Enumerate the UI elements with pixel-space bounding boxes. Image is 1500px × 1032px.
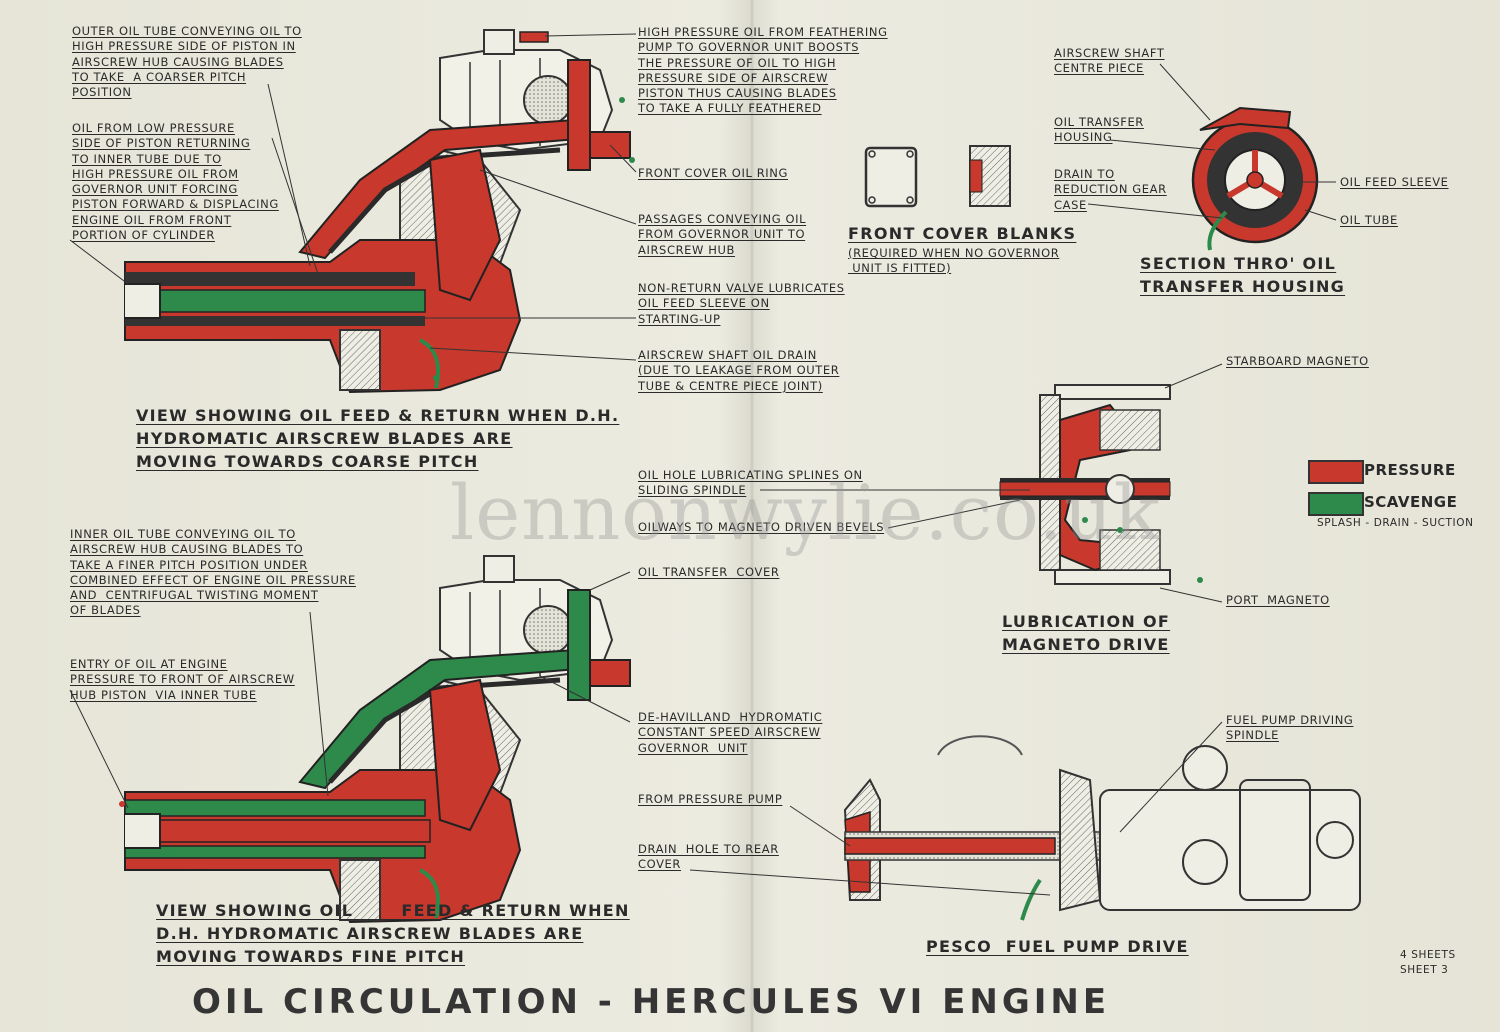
label-non-return-valve: NON-RETURN VALVE LUBRICATES OIL FEED SLE… — [638, 281, 845, 326]
legend-scavenge-note: SPLASH - DRAIN - SUCTION — [1317, 517, 1474, 529]
caption-fine-pitch: VIEW SHOWING OIL FEED & RETURN WHEN D.H.… — [156, 901, 630, 966]
label-oil-feed-sleeve: OIL FEED SLEEVE — [1340, 175, 1449, 189]
label-feathering-pump: HIGH PRESSURE OIL FROM FEATHERING PUMP T… — [638, 25, 888, 116]
label-starboard-magneto: STARBOARD MAGNETO — [1226, 354, 1369, 368]
caption-magneto-drive: LUBRICATION OF MAGNETO DRIVE — [1002, 612, 1171, 654]
label-de-havilland-governor: DE-HAVILLAND HYDROMATIC CONSTANT SPEED A… — [638, 710, 823, 755]
label-transfer-housing: OIL TRANSFER HOUSING — [1054, 115, 1144, 145]
label-low-pressure-return: OIL FROM LOW PRESSURE SIDE OF PISTON RET… — [72, 121, 279, 243]
pesco-pump-art — [843, 735, 1361, 921]
label-drain-reduction-gear: DRAIN TO REDUCTION GEAR CASE — [1054, 167, 1167, 212]
label-oilways-bevels: OILWAYS TO MAGNETO DRIVEN BEVELS — [638, 520, 885, 534]
caption-coarse-pitch: VIEW SHOWING OIL FEED & RETURN WHEN D.H.… — [136, 406, 620, 471]
fine-pitch-assembly — [119, 555, 631, 924]
legend-pressure-swatch — [1308, 460, 1364, 484]
front-cover-blanks-art — [864, 145, 1011, 208]
legend-scavenge-swatch — [1308, 492, 1364, 516]
caption-section-transfer-housing: SECTION THRO' OIL TRANSFER HOUSING — [1140, 254, 1346, 296]
label-inner-oil-tube: INNER OIL TUBE CONVEYING OIL TO AIRSCREW… — [70, 527, 356, 618]
watermark: lennonwylie.co.uk — [450, 468, 1161, 557]
label-oil-hole-splines: OIL HOLE LUBRICATING SPLINES ON SLIDING … — [638, 468, 863, 498]
page-title: OIL CIRCULATION - HERCULES VI ENGINE — [192, 982, 1111, 1022]
label-oil-transfer-cover: OIL TRANSFER COVER — [638, 565, 780, 579]
magneto-drive-art — [999, 384, 1203, 585]
caption-front-cover-note: (REQUIRED WHEN NO GOVERNOR UNIT IS FITTE… — [848, 246, 1060, 275]
label-port-magneto: PORT MAGNETO — [1226, 593, 1330, 607]
label-passages: PASSAGES CONVEYING OIL FROM GOVERNOR UNI… — [638, 212, 807, 257]
sheet-number: SHEET 3 — [1400, 964, 1449, 976]
label-outer-oil-tube: OUTER OIL TUBE CONVEYING OIL TO HIGH PRE… — [72, 24, 302, 100]
coarse-pitch-assembly — [124, 29, 635, 394]
transfer-housing-art — [1191, 106, 1319, 251]
caption-pesco-fuel-pump: PESCO FUEL PUMP DRIVE — [926, 937, 1189, 956]
legend-scavenge-label: SCAVENGE — [1364, 493, 1458, 511]
caption-front-cover-blanks: FRONT COVER BLANKS — [848, 224, 1077, 243]
sheet-count: 4 SHEETS — [1400, 949, 1456, 961]
label-drain-hole: DRAIN HOLE TO REAR COVER — [638, 842, 779, 872]
label-shaft-centre-piece: AIRSCREW SHAFT CENTRE PIECE — [1054, 46, 1165, 76]
leader-lines — [69, 33, 1337, 896]
label-entry-of-oil: ENTRY OF OIL AT ENGINE PRESSURE TO FRONT… — [70, 657, 295, 702]
label-front-cover-oil-ring: FRONT COVER OIL RING — [638, 166, 788, 180]
legend-pressure-label: PRESSURE — [1364, 461, 1456, 479]
label-from-pressure-pump: FROM PRESSURE PUMP — [638, 792, 783, 806]
label-shaft-oil-drain: AIRSCREW SHAFT OIL DRAIN (DUE TO LEAKAGE… — [638, 348, 840, 393]
label-oil-tube: OIL TUBE — [1340, 213, 1398, 227]
label-fuel-pump-spindle: FUEL PUMP DRIVING SPINDLE — [1226, 713, 1354, 743]
